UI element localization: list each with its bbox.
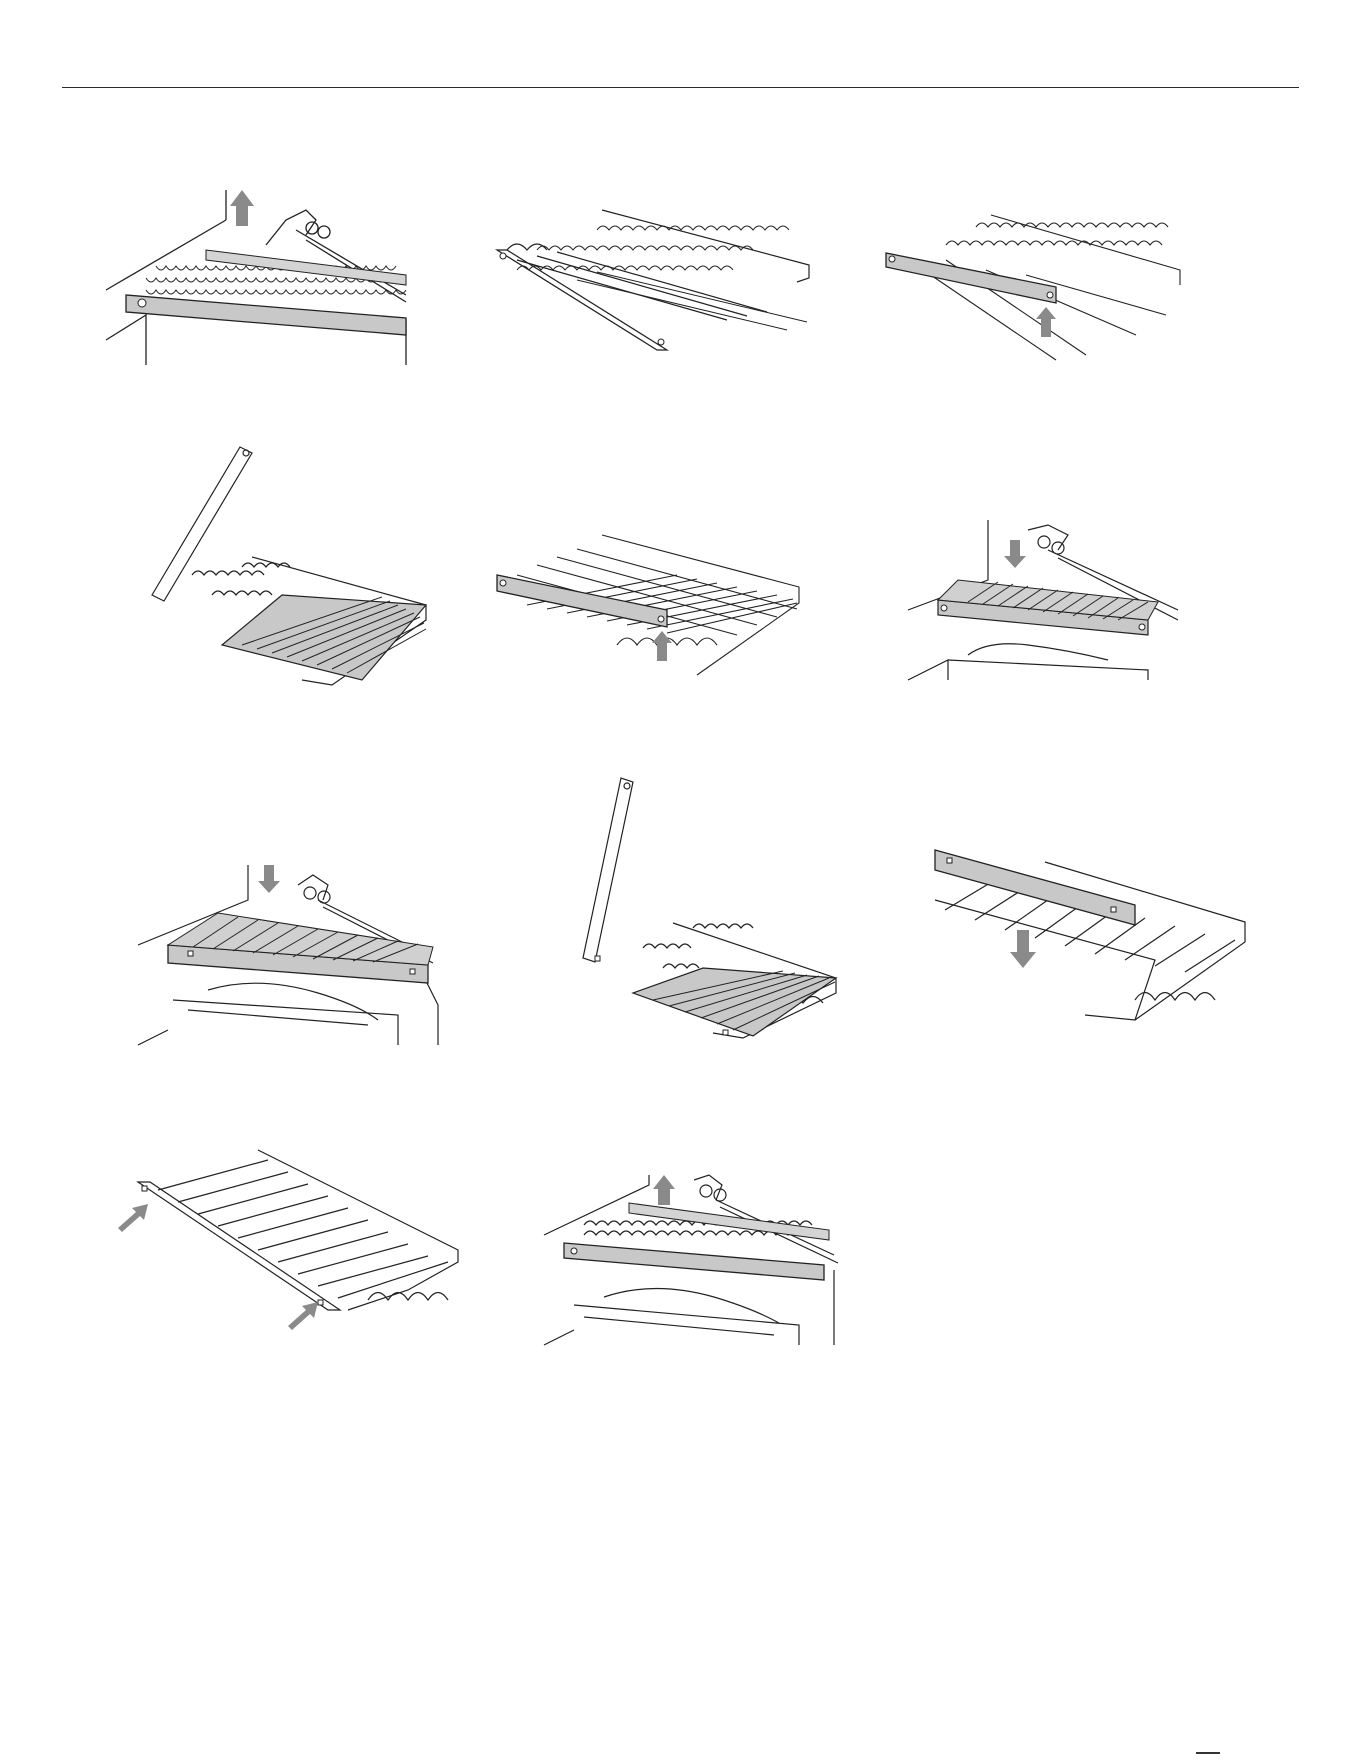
- figure-remove-front-bar: [886, 215, 1180, 365]
- figure-v-grate-assembly: [497, 210, 809, 358]
- arrow-up-icon: [653, 1175, 675, 1205]
- lower-flat-grate-illustration: [908, 520, 1188, 680]
- figure-flat-grate-installed: [138, 865, 443, 1045]
- figure-pivot-arm-removal: [152, 445, 426, 690]
- remove-bar-flat-illustration: [935, 850, 1245, 1025]
- figure-slide-flat-grate: [118, 1150, 458, 1335]
- remove-bar-illustration: [886, 215, 1180, 365]
- v-grate-illustration: [497, 210, 809, 358]
- figure-flat-grate-with-bar: [497, 535, 799, 683]
- arrow-down-icon: [1004, 540, 1026, 568]
- arrow-down-icon: [1010, 930, 1036, 968]
- slide-flat-grate-illustration: [118, 1150, 458, 1335]
- arrow-up-icon: [652, 631, 672, 661]
- push-arrow-icon: [288, 1302, 318, 1330]
- v-grate-installed-illustration: [544, 1175, 844, 1345]
- header-rule: [62, 87, 1299, 88]
- push-arrow-icon: [118, 1204, 148, 1232]
- footer-mark: [1196, 1752, 1220, 1754]
- flat-grate-installed-illustration: [138, 865, 443, 1045]
- figure-v-grate-installed: [544, 1175, 844, 1345]
- figure-remove-bar-from-flat-grate: [935, 850, 1245, 1025]
- pivot-arm-illustration: [152, 445, 426, 690]
- grill-lift-illustration: [106, 190, 412, 365]
- pivot-arm-flat-grate-illustration: [583, 778, 836, 1043]
- flat-grate-illustration: [497, 535, 799, 683]
- figure-lift-grate-from-grill: [106, 190, 412, 365]
- arrow-down-icon: [258, 865, 280, 893]
- figure-lower-flat-grate-into-grill: [908, 520, 1188, 680]
- arrow-up-icon: [230, 190, 254, 226]
- figure-pivot-arm-flat-grate: [583, 778, 836, 1043]
